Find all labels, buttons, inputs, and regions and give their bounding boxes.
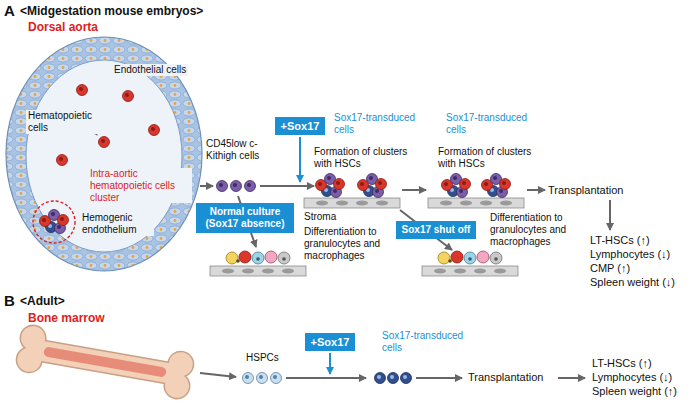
flow-arrow [609,200,611,230]
label-text: Spleen weight (↓) [590,276,675,289]
hematopoietic-cell [123,91,134,102]
hspc-cell [243,373,254,384]
hematopoietic-cell [77,85,88,96]
box-text: +Sox17 [281,120,320,133]
flow-arrow [402,189,426,191]
hsc-cluster [316,174,345,198]
stroma [428,198,524,208]
label-text: Sox17-transduced cells [382,330,468,354]
label-text: HSPCs [246,352,279,364]
label-text: Bone marrow [28,311,105,325]
hematopoietic-cell [149,125,160,136]
transduced-cell [388,373,399,384]
blue-label-box: Sox17 shut off [396,221,477,239]
blue-label-box: +Sox17 [305,333,356,352]
label-text: LT-HSCs (↑) [590,234,650,247]
label-text: B [4,292,15,310]
label-text: Differentiation to granulocytes and macr… [490,212,582,247]
granulocytes-macrophages [226,251,290,264]
aorta-wall [6,37,202,271]
label-text: <Adult> [20,294,65,308]
box-text: Normal culture (Sox17 absence) [202,206,288,230]
purple-cell [245,181,256,192]
hematopoietic-cell [99,137,110,148]
hsc-cluster [442,174,471,198]
flow-arrow [200,373,236,377]
sox17-arrow [299,137,301,182]
label-text: Formation of clusters with HSCs [314,146,414,170]
stroma [210,266,306,276]
label-text: <Midgestation mouse embryos> [20,4,203,18]
sox17-arrow [329,353,331,374]
label-text: Lymphocytes (↓) [592,371,672,384]
label-text: Transplantation [548,184,623,197]
flow-arrow [200,185,213,187]
label-text: Hemogenic endothelium [80,212,154,236]
label-text: Differentiation to granulocytes and macr… [304,226,392,261]
hematopoietic-cell [57,155,68,166]
purple-cell [217,181,228,192]
hsc-cluster [358,174,387,198]
flow-arrow [416,377,462,379]
cluster-ring [33,201,75,243]
label-text: Formation of clusters with HSCs [438,146,538,170]
flow-arrow [286,377,366,379]
aorta-lumen [26,60,182,252]
label-text: CD45low c-Kithigh cells [206,138,276,162]
blue-label-box: +Sox17 [275,117,326,136]
transduced-cell [375,373,386,384]
label-text: CMP (↑) [590,262,630,275]
label-text: Lymphocytes (↓) [590,248,670,261]
flow-arrow [260,185,314,187]
label-text: Endothelial cells [112,64,188,76]
cell-cluster [40,210,69,234]
hspc-cell [271,373,282,384]
box-text: Sox17 shut off [402,224,471,236]
hspc-cell [257,373,268,384]
label-text: A [4,2,15,20]
label-text: Dorsal aorta [28,20,98,34]
purple-cell [231,181,242,192]
transduced-cell [401,373,412,384]
stroma [304,198,400,208]
label-text: Stroma [304,211,336,223]
label-text: LT-HSCs (↑) [592,357,652,370]
bone [15,324,194,400]
label-text: Sox17-transduced cells [334,112,420,136]
label-text: Hematopoietic cells [26,110,100,134]
hsc-cluster [482,174,511,198]
blue-label-box: Normal culture (Sox17 absence) [196,203,294,233]
label-text: Spleen weight (↑) [592,385,677,398]
label-text: Transplantation [468,371,543,384]
box-text: +Sox17 [311,336,350,349]
granulocytes-macrophages [438,251,502,264]
label-text: Sox17-transduced cells [446,112,532,136]
stroma [422,266,518,276]
flow-arrow [558,377,585,379]
label-text: Intra-aortic hematopoietic cells cluster [88,168,192,203]
flow-arrow [527,189,545,191]
